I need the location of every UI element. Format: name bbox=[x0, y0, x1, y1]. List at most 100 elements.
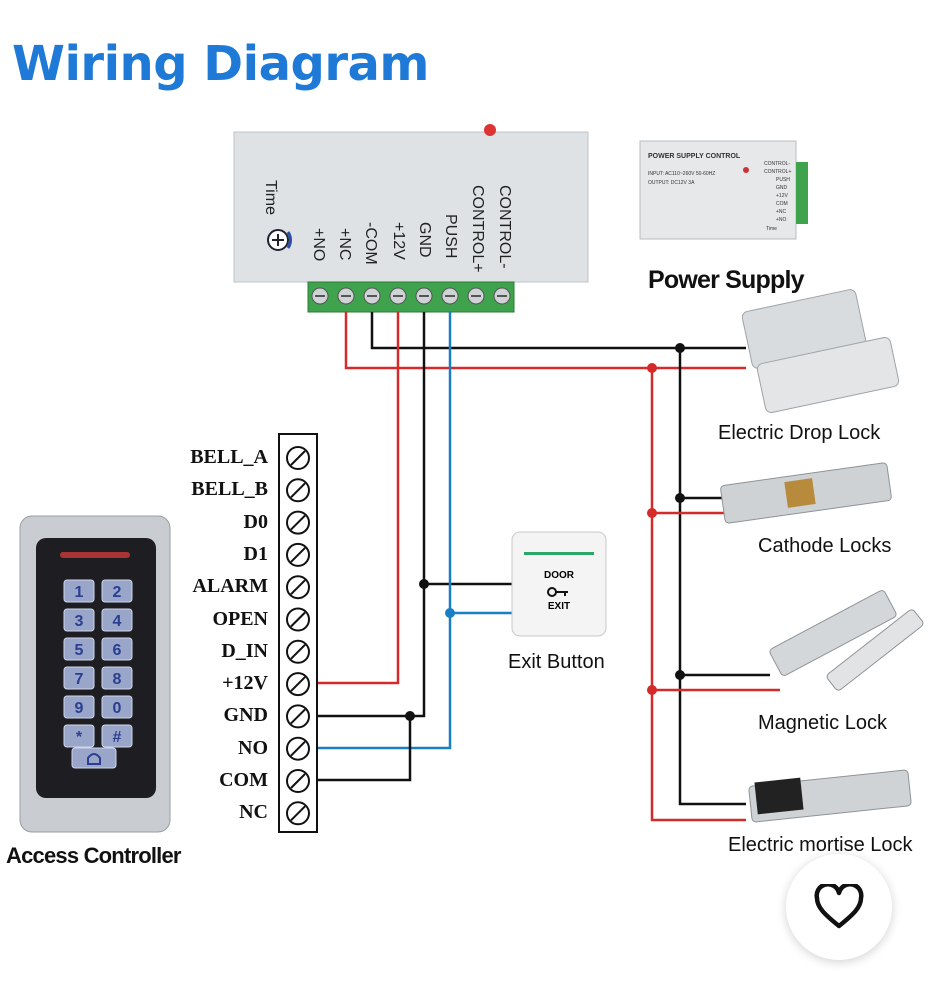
keypad-key bbox=[101, 608, 133, 632]
terminal-label: OPEN bbox=[212, 607, 268, 630]
power-supply-board: POWER SUPPLY CONTROL INPUT: AC110~260V 5… bbox=[639, 140, 808, 240]
ps-terminal-label: PUSH bbox=[442, 214, 459, 258]
keypad-key bbox=[63, 724, 95, 748]
keypad-key-label: 6 bbox=[113, 642, 122, 659]
keypad-key-label: 5 bbox=[75, 642, 84, 659]
power-supply-label: Power Supply bbox=[648, 266, 805, 294]
wire-blue-push bbox=[305, 312, 452, 750]
board-input: INPUT: AC110~260V 50-60HZ bbox=[648, 171, 715, 177]
bell-icon bbox=[87, 753, 101, 765]
junction-dots bbox=[405, 343, 685, 721]
keypad-key bbox=[63, 666, 95, 690]
terminal-screw-slot bbox=[290, 773, 306, 789]
keypad-key-label: * bbox=[76, 729, 83, 746]
terminal-screw-slot bbox=[290, 482, 306, 499]
bell-key bbox=[71, 747, 117, 769]
svg-text:Time: Time bbox=[766, 226, 777, 232]
terminal-screw-slot bbox=[290, 708, 306, 725]
terminal-label: BELL_A bbox=[190, 446, 268, 468]
keypad-key bbox=[101, 695, 133, 719]
wire-red-ps-to-controller bbox=[305, 312, 400, 685]
svg-text:+NO: +NO bbox=[776, 217, 787, 223]
svg-text:PUSH: PUSH bbox=[776, 177, 790, 183]
terminal-label: ALARM bbox=[192, 575, 268, 598]
terminal-screw-slot bbox=[290, 611, 306, 628]
exit-button-device: DOOR EXIT bbox=[511, 531, 607, 637]
ps-terminal-label: +NO bbox=[310, 228, 327, 261]
terminal-label: +12V bbox=[222, 672, 268, 695]
keypad-key bbox=[101, 579, 133, 603]
board-output: OUTPUT: DC12V 3A bbox=[648, 180, 695, 186]
page-title: Wiring Diagram bbox=[12, 36, 429, 92]
svg-text:CONTROL-: CONTROL- bbox=[764, 161, 790, 167]
lock-label-drop: Electric Drop Lock bbox=[718, 422, 881, 444]
ps-terminal-label: +12V bbox=[390, 222, 407, 260]
terminal-screw-slot bbox=[290, 450, 306, 466]
wire-black-ps-to-locks bbox=[370, 312, 746, 350]
lock-cathode bbox=[720, 462, 892, 524]
terminal-screw-slot bbox=[290, 676, 306, 692]
svg-text:COM: COM bbox=[776, 201, 788, 207]
keypad-key-label: 7 bbox=[75, 671, 84, 688]
ps-terminal-label: CONTROL- bbox=[496, 185, 513, 269]
keypad-key-label: 3 bbox=[75, 613, 84, 630]
lock-drop bbox=[741, 289, 900, 413]
keypad-key-label: 4 bbox=[113, 613, 122, 630]
access-controller-device: 1 2 3 4 5 6 7 8 9 0 * # bbox=[19, 515, 171, 833]
terminal-label: COM bbox=[219, 769, 268, 791]
keypad-key-label: 9 bbox=[75, 700, 84, 717]
key-icon bbox=[547, 587, 568, 597]
keypad-key-label: # bbox=[113, 729, 122, 746]
keypad-key bbox=[63, 579, 95, 603]
terminal-label: NO bbox=[238, 736, 268, 759]
keypad-key bbox=[63, 695, 95, 719]
svg-text:CONTROL+: CONTROL+ bbox=[764, 169, 791, 175]
ps-terminal-label: CONTROL+ bbox=[469, 185, 486, 273]
exit-button-text-top: DOOR bbox=[544, 570, 575, 581]
terminal-label: BELL_B bbox=[191, 478, 268, 501]
terminal-label: D1 bbox=[243, 542, 268, 565]
keypad-key bbox=[63, 637, 95, 661]
keypad-key-label: 8 bbox=[113, 671, 122, 688]
terminal-screw-slot bbox=[290, 547, 306, 563]
board-title: POWER SUPPLY CONTROL bbox=[648, 153, 741, 160]
keypad-key bbox=[101, 637, 133, 661]
keypad-key-label: 1 bbox=[75, 584, 84, 601]
keypad-key-label: 2 bbox=[113, 584, 122, 601]
power-supply-module: CONTROL- CONTROL+ PUSH GND +12V -COM +NC… bbox=[233, 124, 589, 313]
terminal-label: D_IN bbox=[221, 639, 268, 662]
terminal-screw-slot bbox=[290, 805, 306, 822]
keypad-key bbox=[101, 666, 133, 690]
access-controller-label: Access Controller bbox=[6, 843, 182, 868]
keypad-key bbox=[63, 608, 95, 632]
controller-terminal-block bbox=[278, 433, 318, 833]
heart-icon bbox=[814, 884, 864, 929]
ps-terminal-label: +NC bbox=[336, 228, 353, 260]
keypad-key bbox=[101, 724, 133, 748]
terminal-screw-slot bbox=[290, 514, 306, 531]
lock-mortise bbox=[748, 769, 912, 823]
svg-text:+NC: +NC bbox=[776, 209, 787, 215]
wire-red-ps-to-locks bbox=[344, 312, 746, 370]
terminal-label: GND bbox=[223, 704, 268, 727]
exit-button-text-bottom: EXIT bbox=[548, 601, 570, 612]
ps-terminal-label: -COM bbox=[362, 222, 379, 265]
lock-label-cathode: Cathode Locks bbox=[758, 535, 892, 557]
keypad-key-label: 0 bbox=[113, 700, 122, 717]
ps-terminal-label: GND bbox=[416, 222, 433, 258]
wire-black-ps-to-exit bbox=[305, 312, 426, 718]
lock-label-magnetic: Magnetic Lock bbox=[758, 712, 887, 734]
terminal-screw-slot bbox=[290, 579, 306, 595]
lock-magnetic bbox=[769, 590, 924, 691]
svg-text:GND: GND bbox=[776, 185, 788, 191]
exit-button-label: Exit Button bbox=[508, 651, 605, 673]
wires bbox=[305, 312, 780, 822]
terminal-label: D0 bbox=[243, 510, 268, 533]
terminal-screw-slot bbox=[290, 644, 306, 660]
terminal-label: NC bbox=[239, 801, 268, 824]
terminal-screw-slot bbox=[290, 740, 306, 757]
time-label: Time bbox=[262, 180, 279, 215]
svg-text:+12V: +12V bbox=[776, 193, 788, 199]
favorite-button[interactable] bbox=[786, 854, 892, 960]
